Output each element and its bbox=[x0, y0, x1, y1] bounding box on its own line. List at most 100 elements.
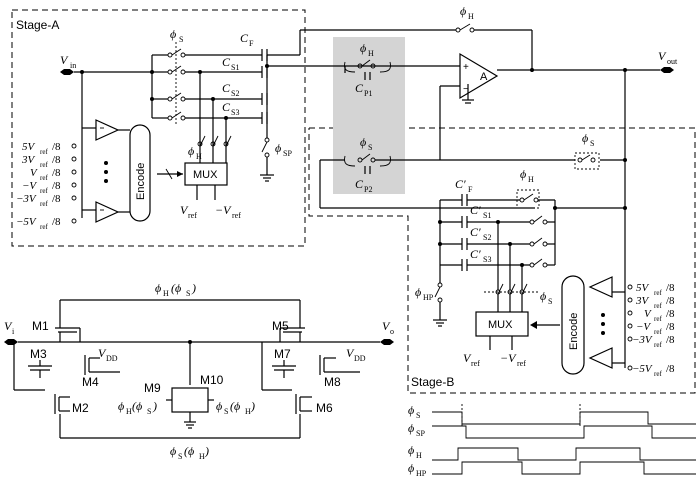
svg-text:ref: ref bbox=[232, 211, 241, 220]
svg-text:S3: S3 bbox=[483, 255, 491, 264]
stage-a-title: Stage-A bbox=[16, 18, 59, 32]
svg-text:MUX: MUX bbox=[193, 169, 218, 181]
svg-text:(ϕ: (ϕ bbox=[171, 281, 181, 295]
phi-h-feedback-switch bbox=[455, 23, 475, 33]
svg-text:in: in bbox=[70, 61, 76, 70]
svg-text:S: S bbox=[179, 35, 183, 44]
svg-text:/8: /8 bbox=[52, 141, 61, 153]
svg-text:ϕ: ϕ bbox=[520, 167, 526, 181]
svg-text:C′: C′ bbox=[455, 177, 466, 191]
transistor-m2 bbox=[54, 394, 70, 414]
svg-text:C: C bbox=[355, 81, 364, 95]
svg-text:H: H bbox=[368, 49, 374, 58]
svg-text:−V: −V bbox=[636, 321, 651, 333]
svg-text:V: V bbox=[60, 53, 69, 67]
phi-h-switches-a bbox=[197, 135, 232, 147]
svg-text:P1: P1 bbox=[364, 89, 372, 98]
svg-text:/8: /8 bbox=[666, 295, 675, 307]
waveform-phi-s bbox=[432, 411, 696, 425]
svg-text:5V: 5V bbox=[636, 282, 650, 294]
svg-text:V: V bbox=[658, 49, 667, 63]
svg-text:−3V: −3V bbox=[632, 334, 653, 346]
svg-text:i: i bbox=[12, 327, 15, 336]
svg-text:): ) bbox=[191, 281, 196, 295]
svg-text:S: S bbox=[590, 139, 594, 148]
parasitic-cp1-switch bbox=[344, 59, 391, 80]
svg-text:ref: ref bbox=[654, 370, 662, 378]
waveform-phi-h bbox=[432, 447, 696, 461]
svg-text:ref: ref bbox=[654, 302, 662, 310]
svg-text:ϕ: ϕ bbox=[540, 289, 546, 303]
transistor-m6 bbox=[295, 394, 312, 414]
transistor-m8 bbox=[319, 355, 360, 375]
encode-block-b: Encode bbox=[561, 275, 585, 375]
capacitor-cs2 bbox=[261, 93, 268, 105]
svg-text:C: C bbox=[222, 81, 231, 95]
svg-text:): ) bbox=[250, 399, 255, 413]
svg-text:S1: S1 bbox=[483, 211, 491, 220]
svg-text:M8: M8 bbox=[324, 375, 341, 389]
vi-terminal: V i bbox=[4, 319, 18, 345]
svg-text:/8: /8 bbox=[52, 216, 61, 228]
svg-text:ϕ: ϕ bbox=[408, 421, 414, 435]
svg-text:ref: ref bbox=[654, 289, 662, 297]
svg-text:F: F bbox=[249, 39, 254, 48]
svg-text:V: V bbox=[644, 308, 652, 320]
svg-text:S: S bbox=[368, 143, 372, 152]
svg-text:H: H bbox=[196, 152, 202, 161]
svg-text:MUX: MUX bbox=[488, 319, 513, 331]
phi-hp-switch-b bbox=[433, 282, 447, 327]
svg-text:ϕ: ϕ bbox=[118, 399, 124, 413]
svg-text:A: A bbox=[480, 71, 488, 83]
svg-text:S3: S3 bbox=[231, 108, 239, 117]
svg-text:V: V bbox=[98, 346, 107, 360]
timing-diagram: ϕ S ϕ SP ϕ H ϕ HP bbox=[408, 403, 696, 478]
svg-text:−5V: −5V bbox=[632, 363, 653, 375]
svg-text:ref: ref bbox=[654, 328, 662, 336]
svg-text:M5: M5 bbox=[272, 319, 289, 333]
transistor-m5 bbox=[279, 318, 305, 342]
waveform-phi-hp bbox=[432, 461, 696, 475]
svg-text:H: H bbox=[468, 12, 474, 21]
svg-text:ref: ref bbox=[654, 341, 662, 349]
waveform-phi-sp bbox=[432, 425, 696, 439]
svg-text:ϕ: ϕ bbox=[415, 285, 421, 299]
svg-text:ref: ref bbox=[517, 359, 526, 368]
svg-text:/8: /8 bbox=[666, 321, 675, 333]
svg-text:/8: /8 bbox=[52, 154, 61, 166]
svg-text:ϕ: ϕ bbox=[408, 443, 414, 457]
svg-text:/8: /8 bbox=[52, 180, 61, 192]
svg-text:ϕ: ϕ bbox=[170, 444, 176, 458]
svg-text:V: V bbox=[463, 351, 472, 365]
svg-text:ref: ref bbox=[188, 211, 197, 220]
stage-b-box bbox=[308, 127, 696, 394]
svg-text:M4: M4 bbox=[82, 375, 99, 389]
transistor-m1 bbox=[55, 318, 81, 342]
svg-text:S: S bbox=[416, 411, 420, 420]
svg-text:V: V bbox=[4, 319, 13, 333]
svg-text:(ϕ: (ϕ bbox=[184, 444, 194, 458]
svg-text:out: out bbox=[667, 57, 678, 66]
phi-s-switches-a bbox=[167, 42, 186, 125]
vo-terminal: V o bbox=[380, 319, 394, 345]
svg-text:C: C bbox=[355, 177, 364, 191]
svg-text:C′: C′ bbox=[470, 247, 481, 261]
svg-text:o: o bbox=[390, 327, 394, 336]
svg-text:M10: M10 bbox=[200, 373, 224, 387]
svg-text:ϕ: ϕ bbox=[408, 461, 414, 475]
svg-text:ϕ: ϕ bbox=[582, 131, 588, 145]
transmission-gate-m9-m10 bbox=[166, 387, 214, 429]
svg-text:C′: C′ bbox=[470, 203, 481, 217]
svg-text:ϕ: ϕ bbox=[275, 141, 281, 155]
transistor-m3 bbox=[28, 360, 52, 378]
svg-text:C: C bbox=[222, 55, 231, 69]
svg-text:−: − bbox=[463, 84, 469, 95]
svg-text:−3V: −3V bbox=[16, 193, 37, 205]
svg-text:ϕ: ϕ bbox=[188, 144, 194, 158]
stage-b-title: Stage-B bbox=[411, 375, 454, 389]
svg-text:V: V bbox=[346, 346, 355, 360]
svg-text:ref: ref bbox=[654, 315, 662, 323]
